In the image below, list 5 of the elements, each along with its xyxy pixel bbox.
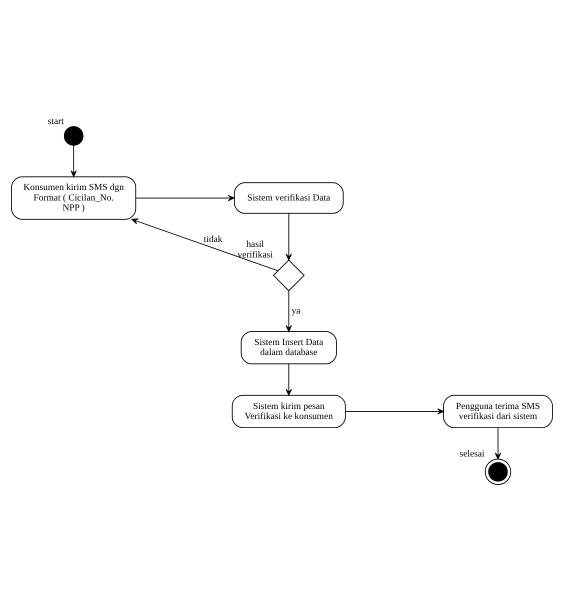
node-label: hasil verifikasi — [238, 240, 273, 260]
node-label: start — [48, 116, 64, 127]
edge-label: tidak — [204, 235, 222, 246]
edge-label: ya — [292, 306, 300, 317]
node-label: selesai — [460, 449, 485, 460]
